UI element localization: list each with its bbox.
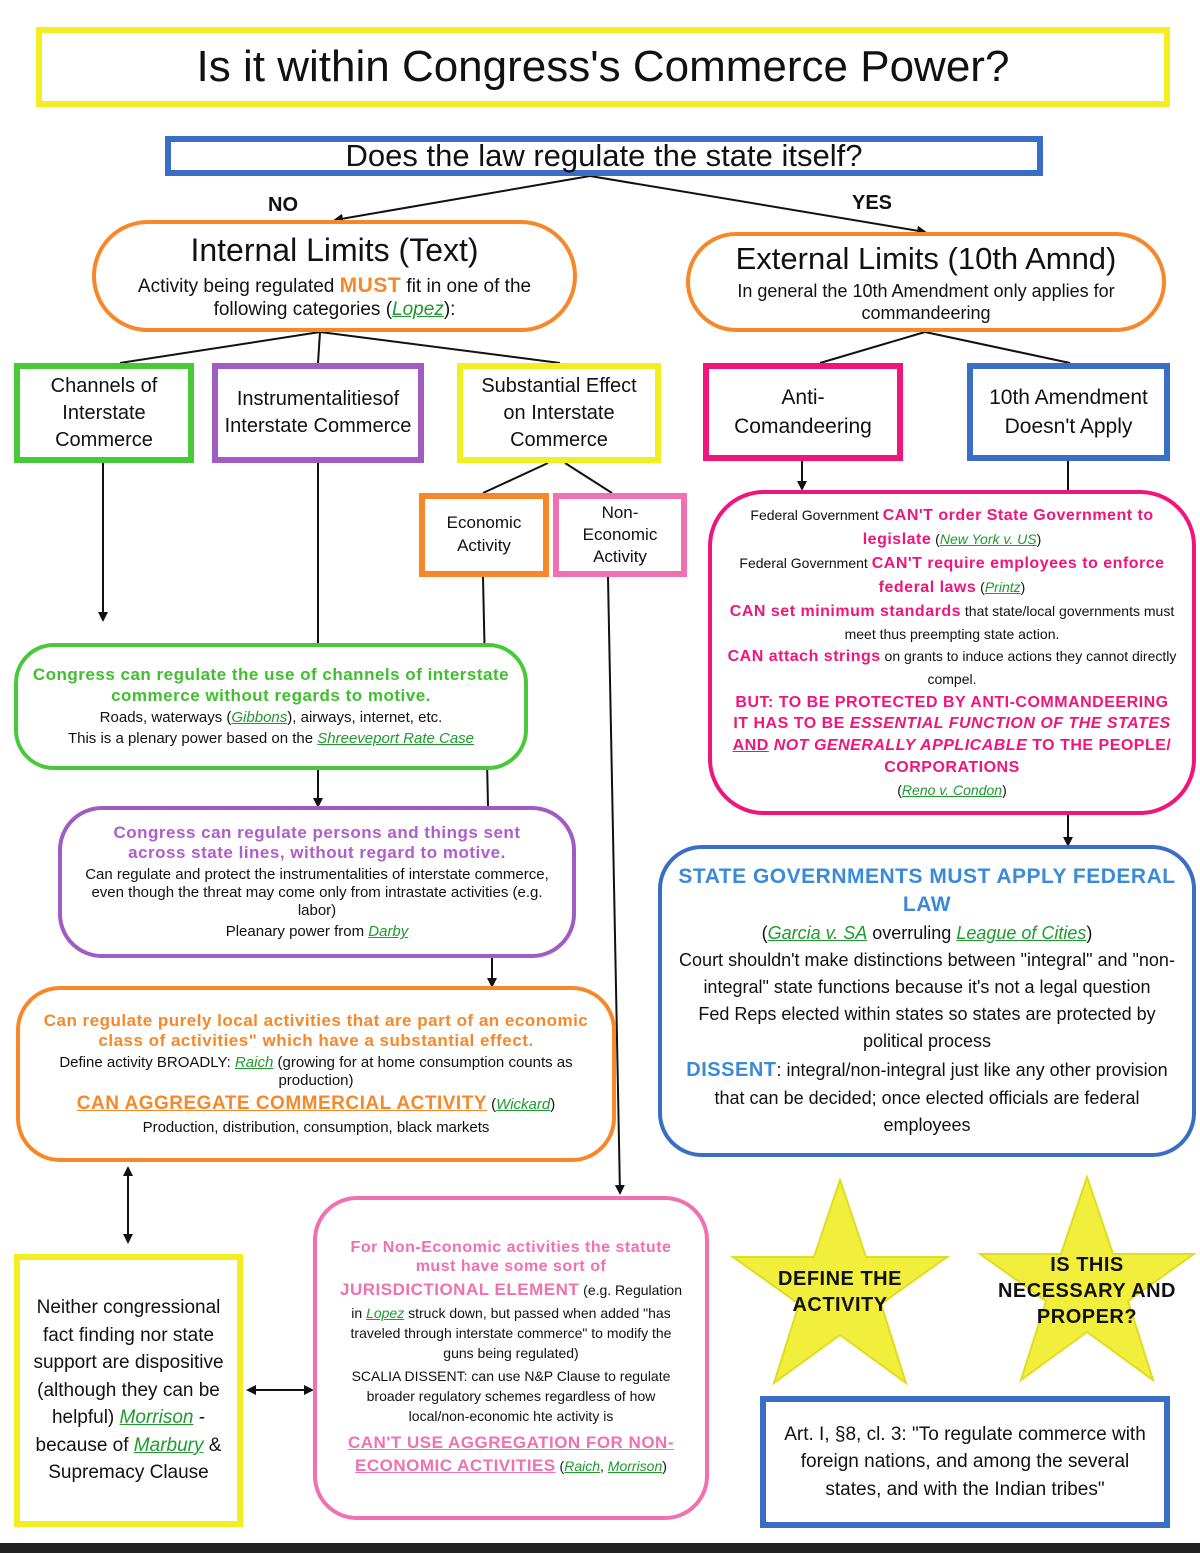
label-yes: YES: [852, 192, 893, 214]
case-link[interactable]: Darby: [368, 923, 409, 941]
case-link[interactable]: Raich: [234, 1054, 274, 1072]
case-link[interactable]: Shreeveport Rate Case: [317, 729, 475, 747]
channels-rule-box: Congress can regulate the use of channel…: [14, 643, 528, 770]
case-link[interactable]: Morrison: [607, 1458, 663, 1475]
anticommandeering-box: Anti-Comandeering: [703, 363, 903, 461]
federal-government-box: Federal Government CAN'T order State Gov…: [708, 490, 1196, 815]
instrumentalities-rule-box: Congress can regulate persons and things…: [58, 806, 576, 958]
case-link[interactable]: League of Cities: [956, 922, 1087, 943]
question-box: Does the law regulate the state itself?: [165, 136, 1043, 176]
case-link[interactable]: New York v. US: [939, 530, 1037, 547]
bottom-bar: [0, 1543, 1200, 1553]
economic-rule-box: Can regulate purely local activities tha…: [16, 986, 616, 1162]
label-no: NO: [268, 194, 298, 216]
economic-activity-box: Economic Activity: [419, 493, 549, 577]
case-link[interactable]: Morrison: [119, 1407, 194, 1429]
instrumentalities-box: Instrumentalitiesof Interstate Commerce: [212, 363, 424, 463]
arrow-yes: [589, 175, 927, 236]
substantial-effect-box: Substantial Effect on Interstate Commerc…: [457, 363, 661, 463]
case-link[interactable]: Printz: [984, 578, 1021, 595]
title-box: Is it within Congress's Commerce Power?: [36, 27, 1170, 107]
case-link[interactable]: Garcia v. SA: [767, 922, 868, 943]
channels-box: Channels of Interstate Commerce: [14, 363, 194, 463]
case-link[interactable]: Reno v. Condon: [901, 782, 1003, 799]
case-link[interactable]: Raich: [564, 1458, 601, 1475]
star-icon: [976, 1173, 1198, 1383]
star-icon: [729, 1176, 951, 1386]
case-link[interactable]: Gibbons: [231, 708, 288, 726]
arrow-no: [333, 175, 591, 224]
case-link[interactable]: Lopez: [392, 298, 444, 320]
star-define-text: DEFINE THE ACTIVITY: [778, 1268, 902, 1316]
arrow-nonecon: [607, 576, 625, 1195]
case-link[interactable]: Wickard: [496, 1096, 551, 1114]
page-title: Is it within Congress's Commerce Power?: [196, 41, 1010, 91]
external-limits-desc: In general the 10th Amendment only appli…: [737, 281, 1115, 323]
neither-box: Neither congressional fact finding nor s…: [14, 1254, 243, 1527]
article-box: Art. I, §8, cl. 3: "To regulate commerce…: [760, 1396, 1170, 1528]
question-text: Does the law regulate the state itself?: [345, 138, 863, 174]
case-link[interactable]: Lopez: [366, 1304, 405, 1321]
internal-limits-title: Internal Limits (Text): [190, 231, 479, 268]
case-link[interactable]: Marbury: [133, 1434, 204, 1456]
external-limits-title: External Limits (10th Amnd): [735, 240, 1117, 276]
state-governments-box: STATE GOVERNMENTS MUST APPLY FEDERAL LAW…: [658, 845, 1196, 1157]
internal-limits-box: Internal Limits (Text) Activity being re…: [92, 220, 577, 332]
internal-limits-desc: Activity being regulated MUST fit in one…: [137, 273, 532, 320]
noneconomic-rule-box: For Non-Economic activities the statute …: [313, 1196, 709, 1520]
tenth-not-apply-box: 10th Amendment Doesn't Apply: [967, 363, 1170, 461]
external-limits-box: External Limits (10th Amnd) In general t…: [686, 232, 1166, 332]
noneconomic-activity-box: Non-Economic Activity: [553, 493, 687, 577]
star-necessary-text: IS THIS NECESSARY AND PROPER?: [997, 1254, 1176, 1328]
